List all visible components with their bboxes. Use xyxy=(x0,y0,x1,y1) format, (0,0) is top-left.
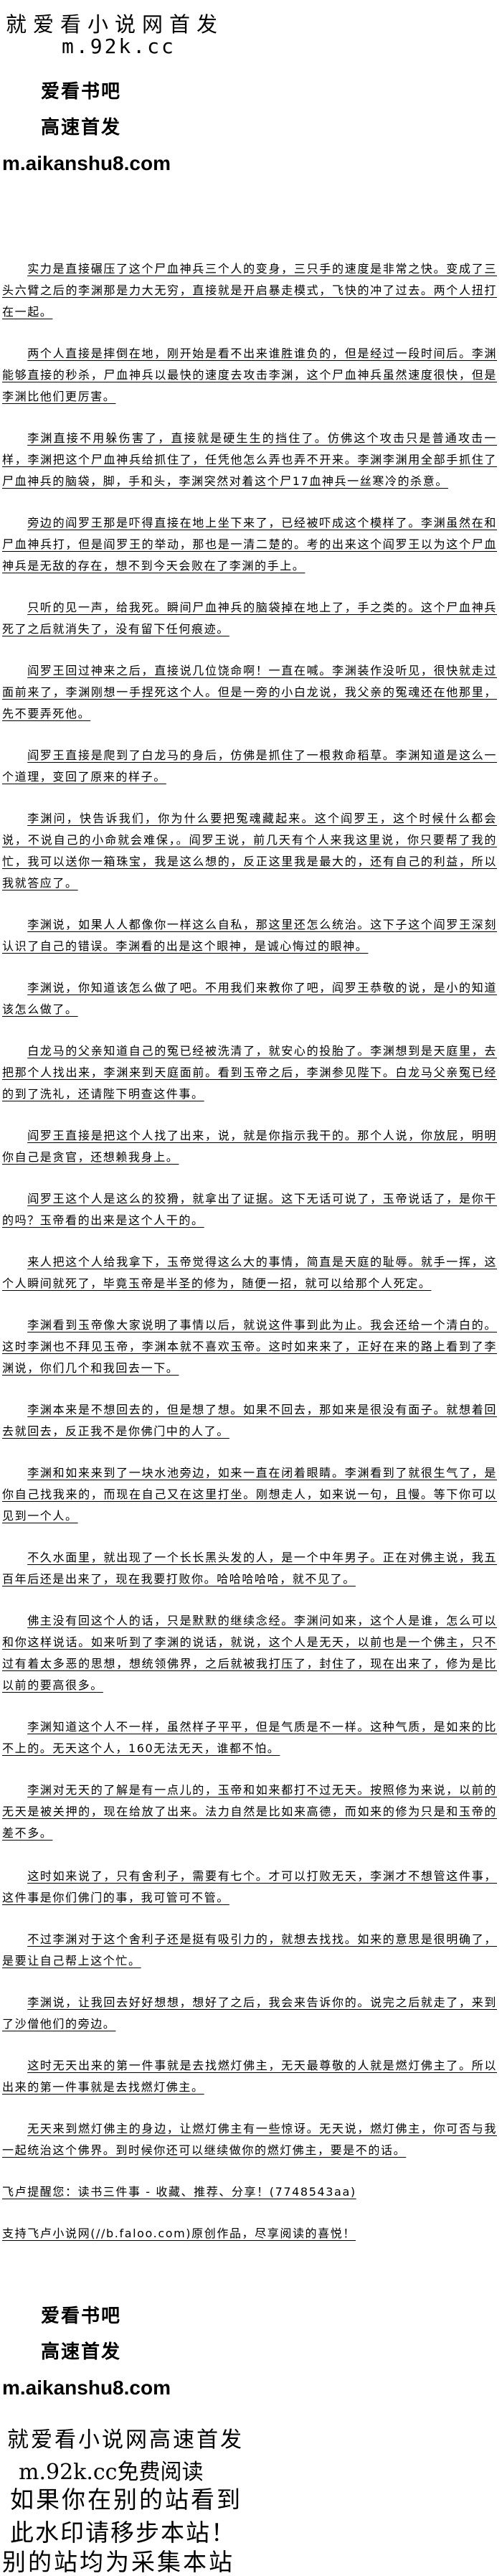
footer-brand-slogan: 高速首发 xyxy=(41,2341,122,2362)
story-paragraph: 旁边的阎罗王那是吓得直接在地上坐下来了，已经被吓成这个模样了。李渊虽然在和尸血神… xyxy=(2,516,497,573)
footer-watermark-line: 别的站均为采集本站 xyxy=(2,2548,235,2576)
footer-brand-name: 爱看书吧 xyxy=(41,2305,122,2326)
site-notice: 支持飞卢小说网(//b.faloo.com)原创作品，尽享阅读的喜悦！ xyxy=(2,2227,356,2240)
story-paragraph: 阎罗王直接是爬到了白龙马的身后，仿佛是抓住了一根救命稻草。李渊知道是这么一个道理… xyxy=(2,748,497,784)
header-watermark-url: m.92k.cc xyxy=(62,34,176,58)
story-paragraph: 阎罗王直接是把这个人找了出来，说，就是你指示我干的。那个人说，你放屁，明明你自己… xyxy=(2,1129,497,1164)
story-paragraph: 无天来到燃灯佛主的身边，让燃灯佛主有一些惊讶。无天说，燃灯佛主，你可否与我一起统… xyxy=(2,2122,497,2157)
story-paragraph: 不过李渊对于这个舍利子还是挺有吸引力的，就想去找找。如来的意思是很明确了，是要让… xyxy=(2,1932,497,1968)
story-paragraph: 李渊说，如果人人都像你一样这么自私，那这里还怎么统治。这下子这个阎罗王深刻认识了… xyxy=(2,918,497,953)
footer-watermark-line: m.92k.cc免费阅读 xyxy=(19,2460,204,2485)
story-paragraph: 李渊说，让我回去好好想想，想好了之后，我会来告诉你的。说完之后就走了，来到了沙僧… xyxy=(2,1996,497,2031)
footer-watermark-line: 就爱看小说网高速首发 xyxy=(7,2427,244,2453)
story-paragraph: 李渊对无天的了解是有一点儿的，玉帝和如来都打不过无天。按照修为来说，以前的无天是… xyxy=(2,1783,497,1840)
story-paragraph: 李渊直接不用躲伤害了，直接就是硬生生的挡住了。仿佛这个攻击只是普通攻击一样，李渊… xyxy=(2,431,497,488)
story-paragraph: 来人把这个人给我拿下，玉帝觉得这么大的事情，简直是天庭的耻辱。就手一挥，这个人瞬… xyxy=(2,1255,497,1290)
footer-watermark-line: 如果你在别的站看到 xyxy=(10,2486,242,2514)
story-paragraph: 佛主没有回这个人的话，只是默默的继续念经。李渊问如来，这个人是谁，怎么可以和你这… xyxy=(2,1614,497,1692)
chapter-content: 实力是直接碾压了这个尸血神兵三个人的变身，三只手的速度是非常之快。变成了三头六臂… xyxy=(2,258,497,2265)
story-paragraph: 李渊说，你知道该怎么做了吧。不用我们来教你了吧，阎罗王恭敬的说，是小的知道该怎么… xyxy=(2,981,497,1016)
site-notice: 飞卢提醒您：读书三件事 - 收藏、推荐、分享！(7748543aa) xyxy=(2,2185,356,2199)
story-paragraph: 李渊本来是不想回去的，但是想了想。如果不回去，那如来是很没有面子。就想着回去就回… xyxy=(2,1403,497,1438)
story-paragraph: 白龙马的父亲知道自己的冤已经被洗清了，就安心的投胎了。李渊想到是天庭里，去把那个… xyxy=(2,1044,497,1101)
footer-watermark-line: 此水印请移步本站！ xyxy=(10,2519,236,2547)
footer-site-url: m.aikanshu8.com xyxy=(2,2377,171,2399)
header-site-url: m.aikanshu8.com xyxy=(2,152,171,174)
story-paragraph: 这时如来说了，只有舍利子，需要有七个。才可以打败无天，李渊才不想管这件事，这件事… xyxy=(2,1869,497,1904)
story-paragraph: 实力是直接碾压了这个尸血神兵三个人的变身，三只手的速度是非常之快。变成了三头六臂… xyxy=(2,262,497,319)
header-watermark-title: 就爱看小说网首发 xyxy=(6,12,224,37)
story-paragraph: 两个人直接是摔倒在地，刚开始是看不出来谁胜谁负的，但是经过一段时间后。李渊能够直… xyxy=(2,347,497,403)
header-brand-name: 爱看书吧 xyxy=(41,80,122,102)
story-paragraph: 李渊知道这个人不一样，虽然样子平平，但是气质是不一样。这种气质，是如来的比不上的… xyxy=(2,1720,497,1755)
header-brand-slogan: 高速首发 xyxy=(41,116,122,138)
story-paragraph: 不久水面里，就出现了一个长长黑头发的人，是一个中年男子。正在对佛主说，我五百年后… xyxy=(2,1551,497,1586)
story-paragraph: 李渊和如来来到了一块水池旁边，如来一直在闭着眼睛。李渊看到了就很生气了，是你自己… xyxy=(2,1466,497,1523)
story-paragraph: 李渊问，快告诉我们，你为什么要把冤魂藏起来。这个阎罗王，这个时候什么都会说，不说… xyxy=(2,812,497,890)
story-paragraph: 李渊看到玉帝像大家说明了事情以后，就说这件事到此为止。我会还给一个清白的。这时李… xyxy=(2,1318,497,1375)
story-paragraph: 阎罗王回过神来之后，直接说几位饶命啊！一直在喊。李渊装作没听见，很快就走过面前来… xyxy=(2,664,497,720)
story-paragraph: 阎罗王这个人是这么的狡猾，就拿出了证据。这下无话可说了，玉帝说话了，是你干的吗？… xyxy=(2,1192,497,1227)
story-paragraph: 只听的见一声，给我死。瞬间尸血神兵的脑袋掉在地上了，手之类的。这个尸血神兵死了之… xyxy=(2,601,497,636)
story-paragraph: 这时无天出来的第一件事就是去找燃灯佛主，无天最尊敬的人就是燃灯佛主了。所以出来的… xyxy=(2,2059,497,2094)
